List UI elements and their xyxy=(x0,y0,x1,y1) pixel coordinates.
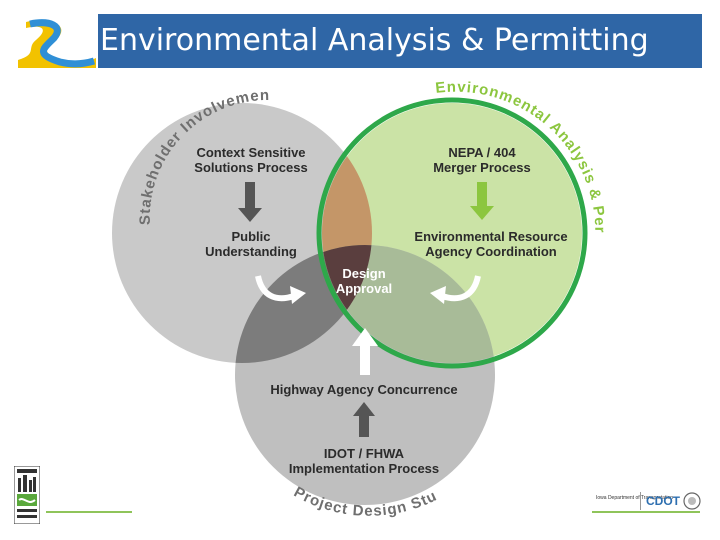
left-result-line1: Public xyxy=(231,229,270,244)
right-title-line1: NEPA / 404 xyxy=(448,145,516,160)
right-title-line2: Merger Process xyxy=(433,160,531,175)
partner-iowa-dot: Iowa Department of Transportation xyxy=(596,495,673,501)
up-arrow-gray-icon xyxy=(353,402,375,437)
bottom-concurrence: Highway Agency Concurrence xyxy=(270,382,457,397)
right-bottom-overlap xyxy=(322,245,495,363)
state-seal-inner xyxy=(688,497,696,505)
center-line1: Design xyxy=(342,266,385,281)
left-title-line2: Solutions Process xyxy=(194,160,307,175)
right-result-line2: Agency Coordination xyxy=(425,244,557,259)
partner-logos: Iowa Department of Transportation CDOT xyxy=(596,492,701,510)
down-arrow-right-icon xyxy=(470,182,494,220)
center-line2: Approval xyxy=(336,281,392,296)
footer-rule-right xyxy=(592,511,700,513)
curved-arrow-right-icon xyxy=(430,275,481,304)
down-arrow-left-icon xyxy=(238,182,262,222)
partner-cdot: CDOT xyxy=(646,494,681,508)
highlight-ring xyxy=(316,97,588,369)
right-result-line1: Environmental Resource xyxy=(414,229,567,244)
footer-rule-left xyxy=(46,511,132,513)
city-logo-icon xyxy=(14,466,40,524)
s-river-logo-icon xyxy=(18,14,98,68)
left-result-line2: Understanding xyxy=(205,244,297,259)
left-bottom-overlap xyxy=(235,245,372,363)
bottom-process-line1: IDOT / FHWA xyxy=(324,446,405,461)
bottom-process-line2: Implementation Process xyxy=(289,461,439,476)
up-arrow-white-icon xyxy=(352,328,378,375)
title-banner: Environmental Analysis & Permitting xyxy=(18,14,702,68)
partner-divider xyxy=(640,492,641,510)
curved-arrow-left-icon xyxy=(255,275,306,304)
left-title-line1: Context Sensitive xyxy=(196,145,305,160)
page-title: Environmental Analysis & Permitting xyxy=(100,23,649,58)
